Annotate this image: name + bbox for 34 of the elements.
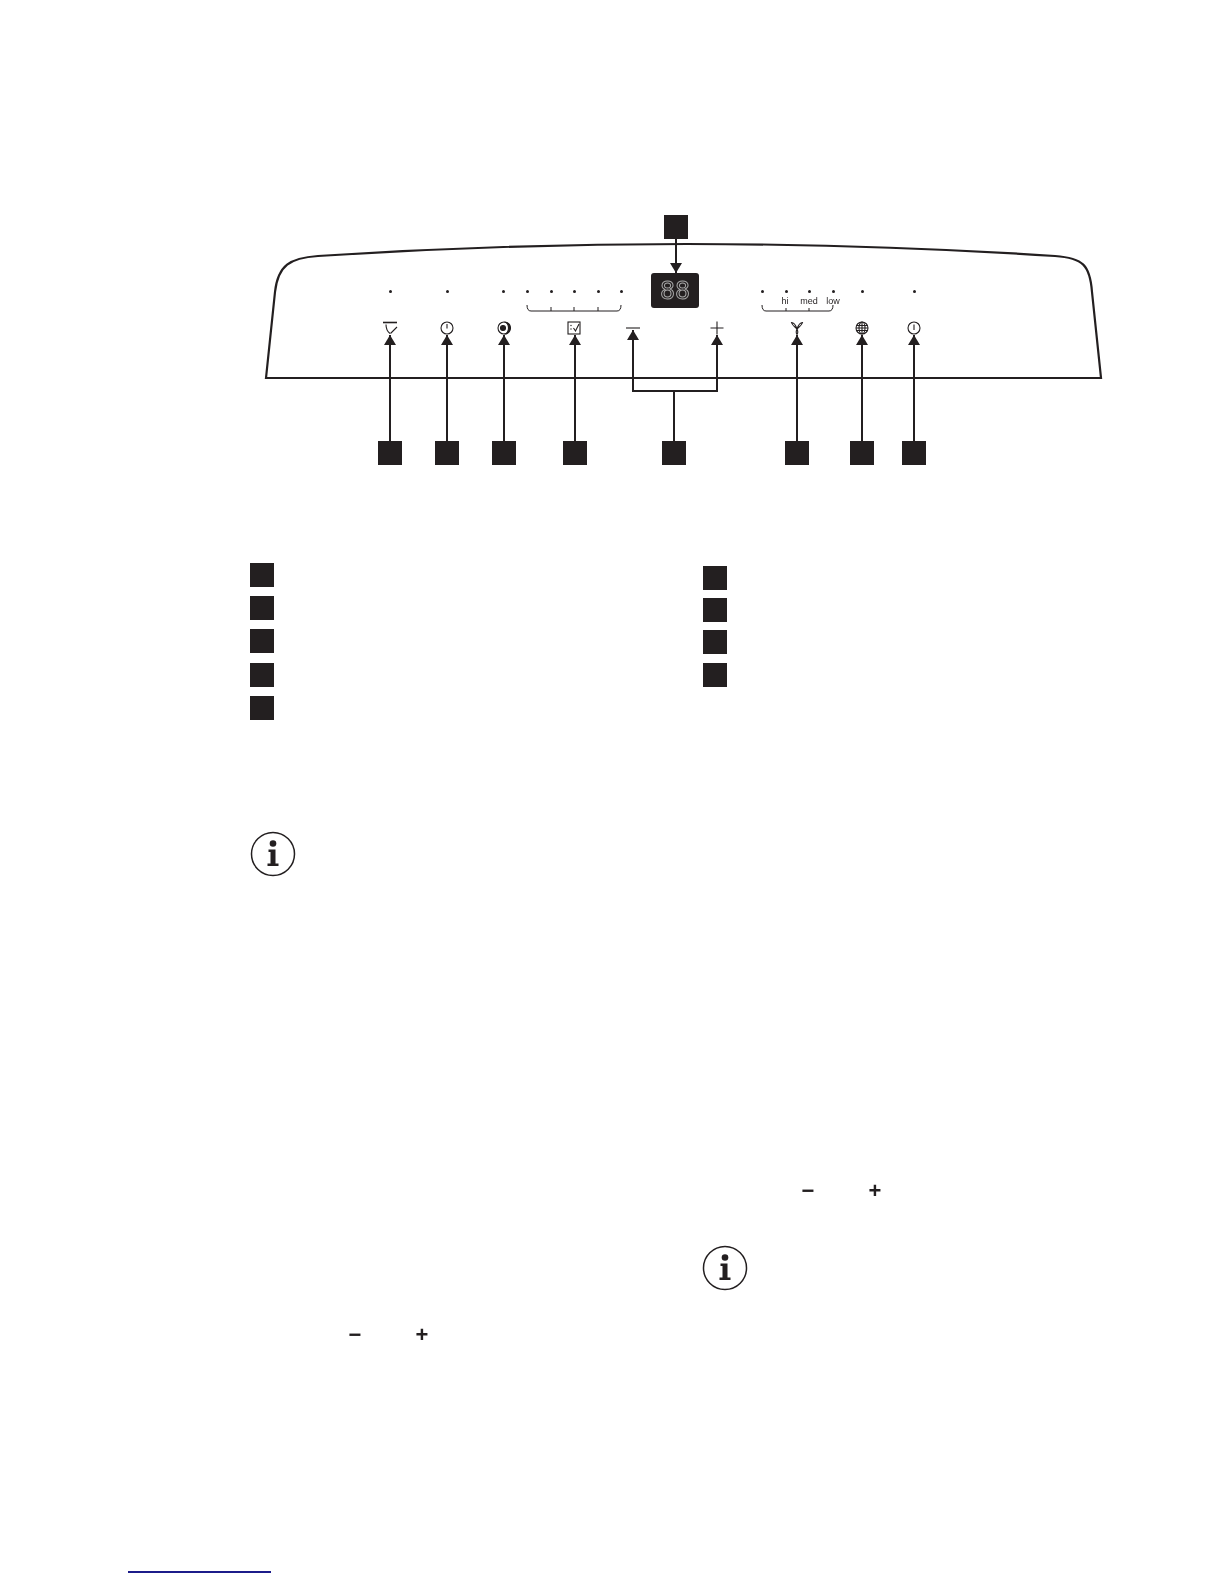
minus-icon <box>625 326 641 330</box>
plus-sign: + <box>415 1324 429 1346</box>
power-icon <box>907 321 921 335</box>
minus-sign: − <box>348 1324 362 1346</box>
checkbox-icon <box>567 321 581 335</box>
leader-arrow <box>670 238 682 274</box>
callout-box <box>664 215 688 239</box>
leader-arrow <box>498 334 510 442</box>
plus-icon <box>710 321 724 335</box>
leader-arrow <box>673 334 723 442</box>
plus-sign: + <box>868 1180 882 1202</box>
leader-arrow <box>856 334 868 442</box>
leader-arrow <box>908 334 920 442</box>
leader-arrow <box>384 334 396 442</box>
callout-box <box>850 441 874 465</box>
callout-box <box>378 441 402 465</box>
callout-box <box>662 441 686 465</box>
leader-arrow <box>791 334 803 442</box>
callout-box <box>435 441 459 465</box>
speed-label: low <box>826 296 840 306</box>
callout-box <box>785 441 809 465</box>
globe-icon <box>855 321 869 335</box>
leader-arrow <box>569 334 581 442</box>
callout-box <box>902 441 926 465</box>
minus-sign: − <box>801 1180 815 1202</box>
callout-box <box>563 441 587 465</box>
moon-icon <box>497 321 511 335</box>
drain-icon <box>382 321 398 335</box>
fan-icon <box>790 321 804 335</box>
leader-arrow <box>441 334 453 442</box>
speed-label: med <box>800 296 818 306</box>
callout-box <box>492 441 516 465</box>
speed-label: hi <box>781 296 789 306</box>
clock-icon <box>440 321 454 335</box>
